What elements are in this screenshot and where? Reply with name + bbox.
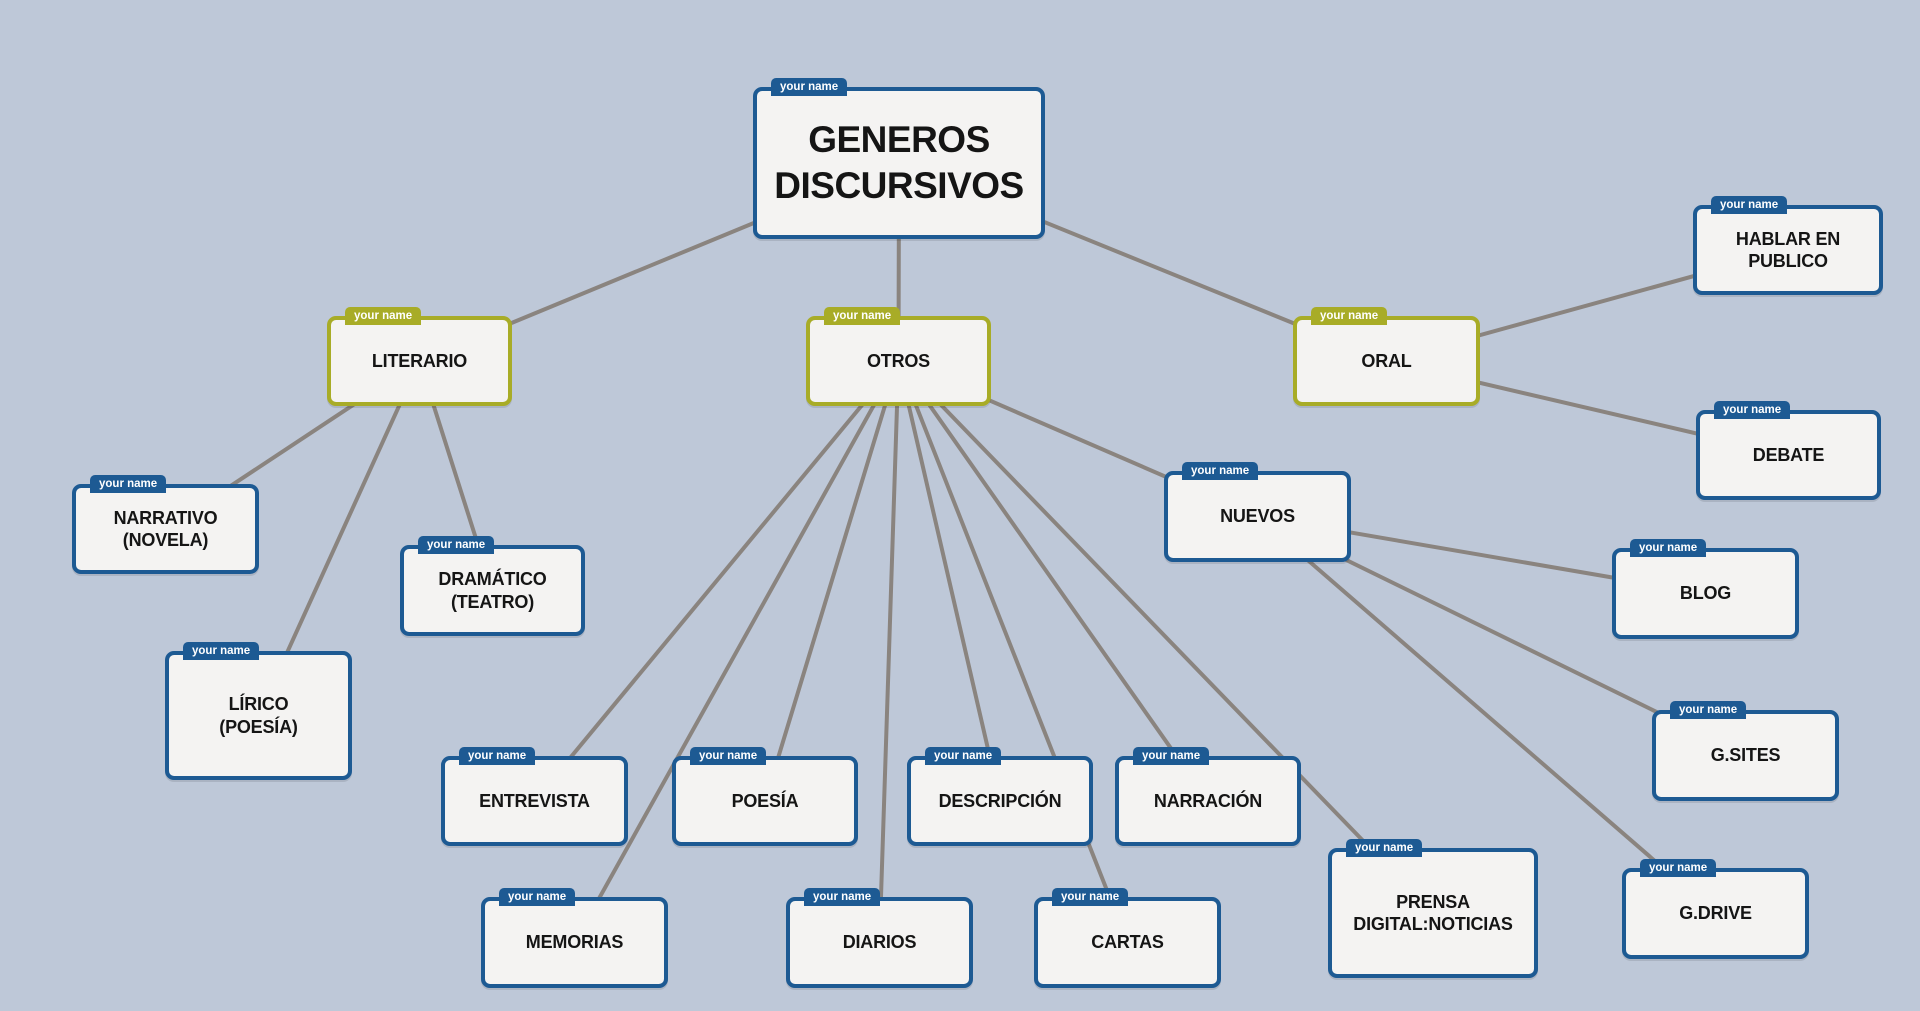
node-label: G.DRIVE	[1679, 903, 1752, 924]
node-generos-discursivos[interactable]: your name GENEROS DISCURSIVOS	[753, 78, 1045, 239]
node-debate[interactable]: your name DEBATE	[1696, 401, 1881, 500]
node-name-tag: your name	[345, 307, 422, 325]
node-name-tag: your name	[1711, 196, 1788, 214]
node-label: PRENSA DIGITAL:NOTICIAS	[1353, 891, 1513, 935]
node-name-tag: your name	[771, 78, 848, 96]
node-prensa-digital[interactable]: your name PRENSA DIGITAL:NOTICIAS	[1328, 839, 1538, 978]
node-hablar-en-publico[interactable]: your name HABLAR EN PUBLICO	[1693, 196, 1883, 295]
node-name-tag: your name	[418, 536, 495, 554]
node-cartas[interactable]: your name CARTAS	[1034, 888, 1221, 988]
connector-otros-narracion	[896, 359, 1210, 803]
node-label: ENTREVISTA	[479, 790, 590, 811]
node-gdrive[interactable]: your name G.DRIVE	[1622, 859, 1809, 959]
node-label: CARTAS	[1091, 932, 1164, 953]
node-label: POESÍA	[731, 790, 799, 811]
node-name-tag: your name	[1670, 701, 1747, 719]
node-memorias[interactable]: your name MEMORIAS	[481, 888, 668, 988]
node-narrativo[interactable]: your name NARRATIVO (NOVELA)	[72, 475, 259, 574]
connector-otros-prensa	[896, 359, 1435, 915]
connector-otros-memorias	[572, 359, 901, 945]
node-name-tag: your name	[1640, 859, 1717, 877]
node-name-tag: your name	[459, 747, 536, 765]
connector-otros-cartas	[896, 359, 1130, 945]
node-name-tag: your name	[1052, 888, 1129, 906]
node-label: OTROS	[866, 350, 930, 371]
node-label: NUEVOS	[1220, 506, 1295, 527]
node-oral[interactable]: your name ORAL	[1293, 307, 1480, 406]
node-label: MEMORIAS	[525, 932, 624, 953]
node-label: LITERARIO	[371, 350, 468, 371]
node-label: NARRATIVO (NOVELA)	[113, 507, 218, 551]
node-label: DRAMÁTICO (TEATRO)	[438, 569, 547, 612]
node-label: LÍRICO (POESÍA)	[219, 694, 298, 737]
node-label: DEBATE	[1752, 444, 1825, 465]
node-name-tag: your name	[824, 307, 901, 325]
node-dramatico[interactable]: your name DRAMÁTICO (TEATRO)	[400, 536, 585, 636]
node-label: GENEROS DISCURSIVOS	[774, 118, 1024, 206]
node-name-tag: your name	[690, 747, 767, 765]
node-label: G.SITES	[1710, 745, 1781, 766]
node-name-tag: your name	[804, 888, 881, 906]
node-lirico[interactable]: your name LÍRICO (POESÍA)	[165, 642, 352, 780]
node-diarios[interactable]: your name DIARIOS	[786, 888, 973, 988]
node-descripcion[interactable]: your name DESCRIPCIÓN	[907, 747, 1093, 846]
node-label: DESCRIPCIÓN	[938, 790, 1062, 811]
node-label: BLOG	[1679, 583, 1732, 604]
node-name-tag: your name	[1630, 539, 1707, 557]
connector-otros-poesia	[763, 359, 901, 803]
node-name-tag: your name	[1346, 839, 1423, 857]
node-name-tag: your name	[90, 475, 167, 493]
connector-otros-diarios	[877, 359, 901, 945]
node-label: NARRACIÓN	[1153, 790, 1263, 811]
node-name-tag: your name	[183, 642, 260, 660]
node-gsites[interactable]: your name G.SITES	[1652, 701, 1839, 801]
connector-otros-entrevista	[532, 359, 901, 803]
node-label: DIARIOS	[842, 932, 917, 953]
node-name-tag: your name	[925, 747, 1002, 765]
node-name-tag: your name	[1133, 747, 1210, 765]
node-name-tag: your name	[1311, 307, 1388, 325]
connector-otros-descripcion	[896, 359, 1002, 803]
node-narracion[interactable]: your name NARRACIÓN	[1115, 747, 1301, 846]
node-name-tag: your name	[1182, 462, 1259, 480]
connector-nuevos-gdrive	[1255, 514, 1718, 916]
node-otros[interactable]: your name OTROS	[806, 307, 991, 406]
node-label: HABLAR EN PUBLICO	[1735, 228, 1841, 272]
node-label: ORAL	[1361, 350, 1412, 371]
node-blog[interactable]: your name BLOG	[1612, 539, 1799, 639]
node-nuevos[interactable]: your name NUEVOS	[1164, 462, 1351, 562]
node-poesia[interactable]: your name POESÍA	[672, 747, 858, 846]
node-literario[interactable]: your name LITERARIO	[327, 307, 512, 406]
node-name-tag: your name	[499, 888, 576, 906]
node-name-tag: your name	[1714, 401, 1791, 419]
node-entrevista[interactable]: your name ENTREVISTA	[441, 747, 628, 846]
